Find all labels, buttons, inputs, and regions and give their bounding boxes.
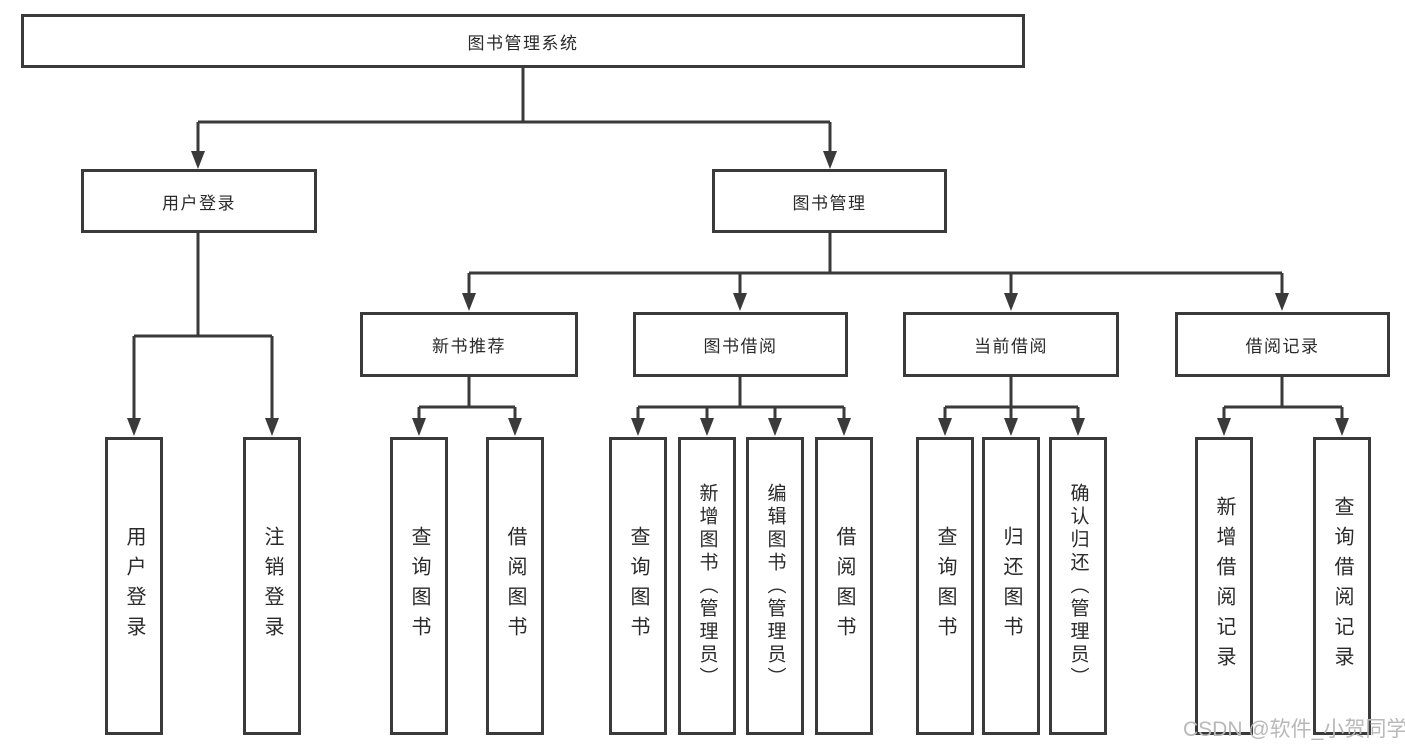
node-label: 新书推荐 (432, 337, 506, 356)
arrow-down-icon (1217, 418, 1231, 436)
node-current-borrow: 当前借阅 (903, 312, 1119, 377)
leaf-label: 编辑图书（管理员） (764, 482, 786, 690)
arrow-down-icon (837, 418, 851, 436)
arrow-down-icon (1004, 418, 1018, 436)
arrow-down-icon (1004, 293, 1018, 311)
connector-new-book-children (417, 377, 517, 420)
leaf-add-borrow-record: 新增借阅记录 (1195, 437, 1253, 735)
leaf-user-login: 用户登录 (105, 437, 163, 735)
leaf-borrow-books: 借阅图书 (815, 437, 873, 735)
arrow-down-icon (1275, 293, 1289, 311)
node-label: 借阅记录 (1245, 337, 1320, 356)
arrow-down-icon (823, 151, 837, 169)
node-user-login: 用户登录 (81, 169, 317, 233)
arrowheads (127, 151, 1349, 436)
arrow-down-icon (631, 418, 645, 436)
leaf-return-books: 归还图书 (982, 437, 1040, 735)
leaf-query-borrow-record: 查询借阅记录 (1313, 437, 1371, 735)
leaf-label: 注销登录 (261, 526, 283, 646)
leaf-add-books-admin: 新增图书（管理员） (678, 437, 736, 735)
node-label: 当前借阅 (974, 337, 1048, 356)
arrow-down-icon (768, 418, 782, 436)
connector-lines (132, 68, 1344, 420)
arrow-down-icon (508, 418, 522, 436)
node-book-management: 图书管理 (712, 169, 947, 233)
node-label: 图书管理系统 (467, 33, 579, 53)
arrow-down-icon (700, 418, 714, 436)
leaf-edit-books-admin: 编辑图书（管理员） (746, 437, 804, 735)
arrow-down-icon (127, 418, 141, 436)
connector-current-borrow-children (943, 377, 1080, 420)
arrow-down-icon (191, 151, 205, 169)
leaf-label: 新增借阅记录 (1213, 496, 1235, 676)
leaf-confirm-return-admin: 确认归还（管理员） (1049, 437, 1107, 735)
connector-user-login-children (132, 233, 274, 420)
arrow-down-icon (412, 418, 426, 436)
connector-book-management-children (467, 233, 1284, 295)
node-label: 用户登录 (162, 193, 236, 213)
leaf-label: 归还图书 (1000, 526, 1022, 646)
node-root-system: 图书管理系统 (21, 14, 1025, 68)
node-new-book-recommend: 新书推荐 (360, 312, 578, 377)
leaf-label: 用户登录 (123, 526, 145, 646)
connector-borrow-records-children (1222, 377, 1344, 420)
csdn-watermark: CSDN @软件_小贺同学 (1183, 718, 1405, 741)
arrow-down-icon (265, 418, 279, 436)
node-book-borrow: 图书借阅 (633, 312, 848, 377)
leaf-label: 查询借阅记录 (1331, 496, 1353, 676)
leaf-logout: 注销登录 (243, 437, 301, 735)
leaf-label: 确认归还（管理员） (1067, 482, 1089, 690)
leaf-query-books-borrow: 查询图书 (609, 437, 667, 735)
node-label: 图书借阅 (703, 337, 778, 356)
connector-root-to-level2 (196, 68, 832, 152)
connector-book-borrow-children (636, 377, 846, 420)
arrow-down-icon (938, 418, 952, 436)
node-borrow-records: 借阅记录 (1175, 312, 1390, 377)
leaf-query-books-current: 查询图书 (916, 437, 974, 735)
arrow-down-icon (462, 293, 476, 311)
leaf-borrow-books-recommend: 借阅图书 (486, 437, 544, 735)
leaf-label: 新增图书（管理员） (696, 482, 718, 690)
node-label: 图书管理 (792, 193, 867, 213)
arrow-down-icon (1071, 418, 1085, 436)
leaf-query-books-recommend: 查询图书 (390, 437, 448, 735)
leaf-label: 查询图书 (408, 526, 430, 646)
leaf-label: 借阅图书 (833, 526, 855, 646)
leaf-label: 借阅图书 (504, 526, 526, 646)
leaf-label: 查询图书 (934, 526, 956, 646)
arrow-down-icon (733, 293, 747, 311)
leaf-label: 查询图书 (627, 526, 649, 646)
arrow-down-icon (1335, 418, 1349, 436)
